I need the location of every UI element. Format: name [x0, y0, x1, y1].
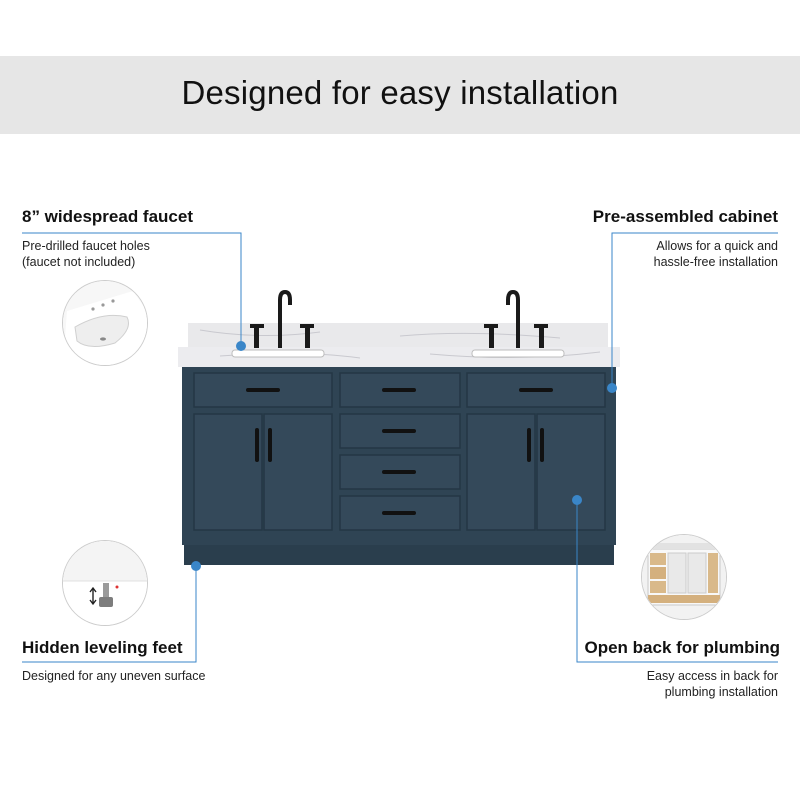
right-faucet-spout [506, 289, 520, 348]
cabinet-callout-dot [607, 383, 617, 393]
cabinet-back-image [641, 534, 727, 620]
left-faucet-spout [278, 289, 292, 348]
plumbing-feature-desc: Easy access in back for plumbing install… [646, 669, 778, 699]
cabinet-feature-title: Pre-assembled cabinet [592, 207, 778, 226]
plumbing-callout-dot [572, 495, 582, 505]
left-sink [231, 349, 325, 358]
header-banner: Designed for easy installation [0, 56, 800, 134]
right-sink [471, 349, 565, 358]
feet-callout-dot [191, 561, 201, 571]
cabinet-feature-desc: Allows for a quick and hassle-free insta… [653, 239, 778, 269]
leveling-foot-image [62, 540, 148, 626]
cabinet-toe-kick [184, 545, 614, 565]
feet-feature-title: Hidden leveling feet [22, 638, 183, 657]
feet-feature-desc: Designed for any uneven surface [22, 669, 206, 683]
faucet-callout-dot [236, 341, 246, 351]
sink-detail-image [62, 280, 148, 366]
faucet-feature-desc: Pre-drilled faucet holes (faucet not inc… [22, 239, 150, 269]
faucet-feature-title: 8” widespread faucet [22, 207, 194, 226]
page-title: Designed for easy installation [181, 74, 619, 111]
plumbing-feature-title: Open back for plumbing [584, 638, 780, 657]
